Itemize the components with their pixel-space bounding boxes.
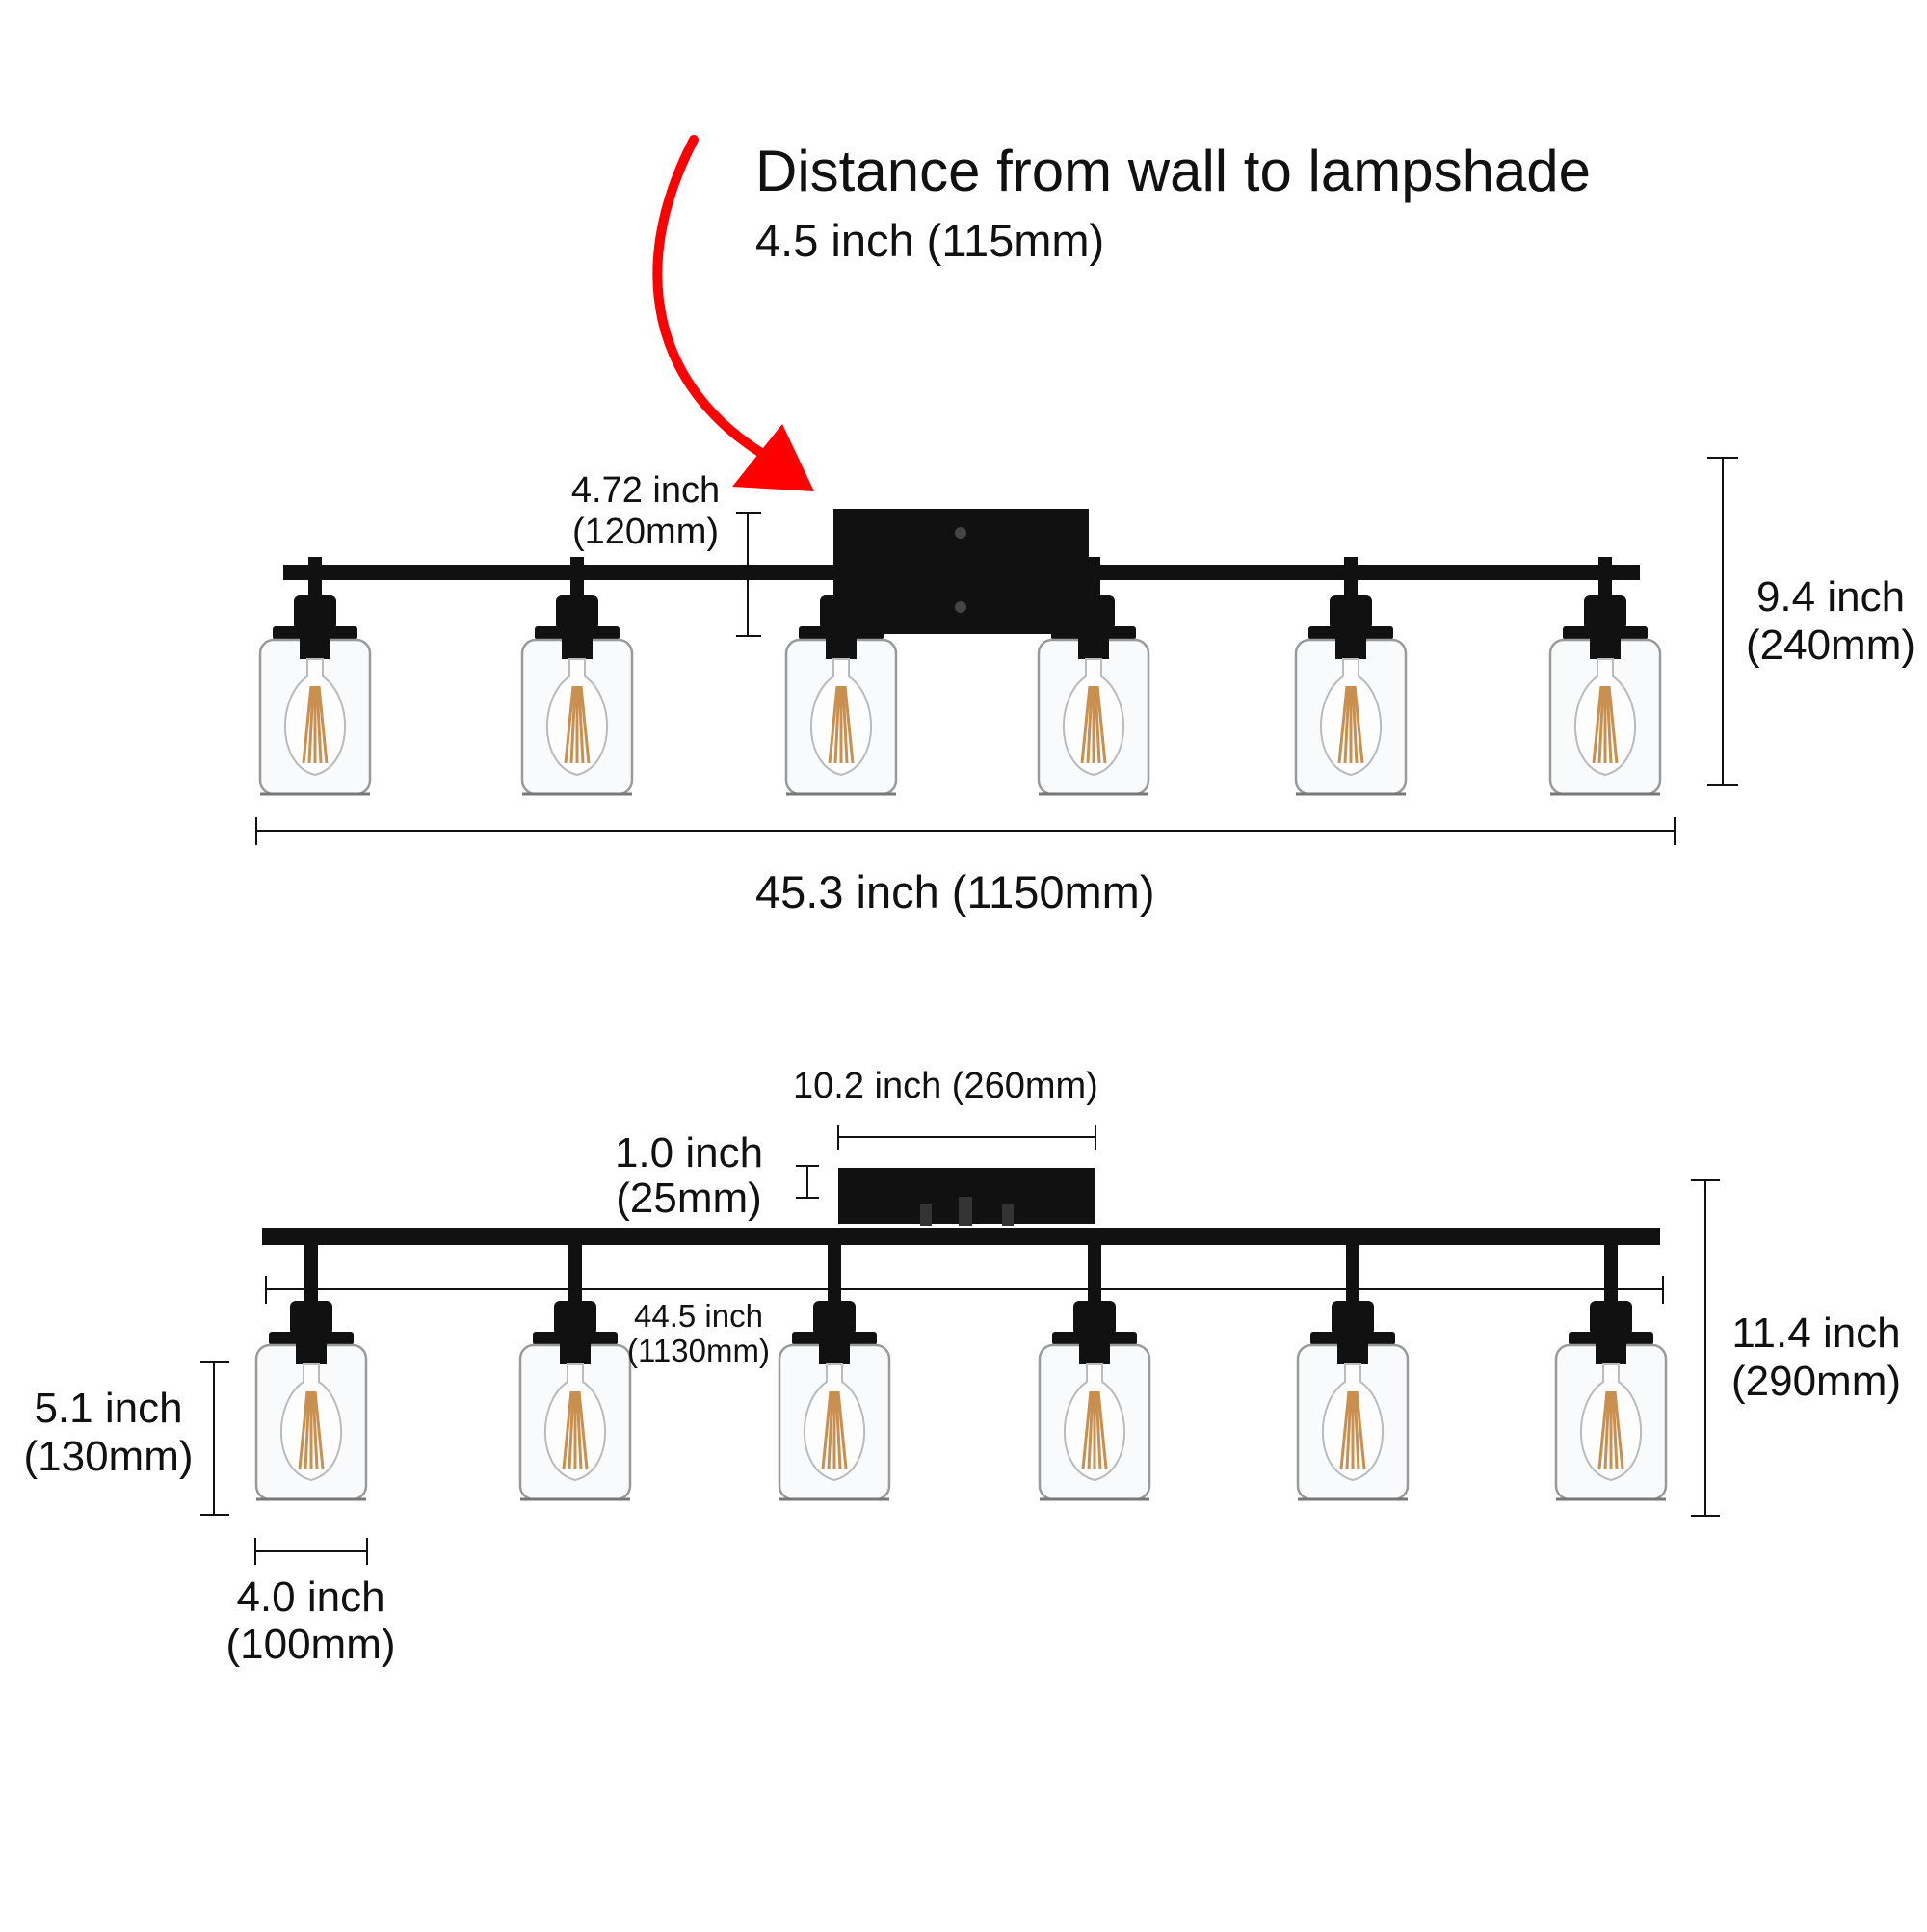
front-lamp-2 [520,557,634,796]
top-bar [262,1228,1660,1245]
top-lamp-4 [1038,1243,1151,1501]
top-bar-length-mm: (1130mm) [627,1333,770,1368]
top-lamp-2 [518,1243,632,1501]
front-view [258,509,1662,796]
callout-value: 4.5 inch (115mm) [755,215,1105,266]
top-bar-length-inch: 44.5 inch [634,1298,763,1334]
front-total-width: 45.3 inch (1150mm) [755,866,1155,917]
front-dimension-lines [255,457,1738,845]
front-lamp-4 [1037,557,1150,796]
top-height-inch: 11.4 inch [1731,1310,1901,1357]
callout-title: Distance from wall to lampshade [755,139,1592,203]
shade-width-inch: 4.0 inch [236,1574,385,1621]
front-lamp-3 [784,557,898,796]
top-lamp-1 [254,1243,368,1501]
top-plate-depth-mm: (25mm) [616,1175,762,1222]
front-bar-plate-mm: (120mm) [571,512,720,552]
callout-arrowhead [732,424,814,491]
callout-arrow [652,135,766,458]
top-dimension-lines [200,1125,1720,1565]
front-lamp-6 [1548,557,1662,796]
shade-width-mm: (100mm) [225,1621,396,1668]
top-lamp-6 [1554,1243,1668,1501]
front-lamp-5 [1294,557,1408,796]
top-lamp-5 [1296,1243,1410,1501]
shade-height-inch: 5.1 inch [34,1385,183,1432]
front-bar [283,565,1640,580]
front-bar-plate-inch: 4.72 inch [570,470,721,511]
top-lamp-3 [778,1243,891,1501]
front-height-inch: 9.4 inch [1755,573,1906,621]
shade-height-mm: (130mm) [23,1433,194,1480]
top-view [254,1168,1668,1501]
front-height-mm: (240mm) [1745,622,1916,669]
front-lamp-1 [258,557,372,796]
top-height-mm: (290mm) [1730,1358,1902,1405]
top-plate-width: 10.2 inch (260mm) [793,1066,1098,1106]
top-plate-depth-inch: 1.0 inch [614,1129,764,1177]
